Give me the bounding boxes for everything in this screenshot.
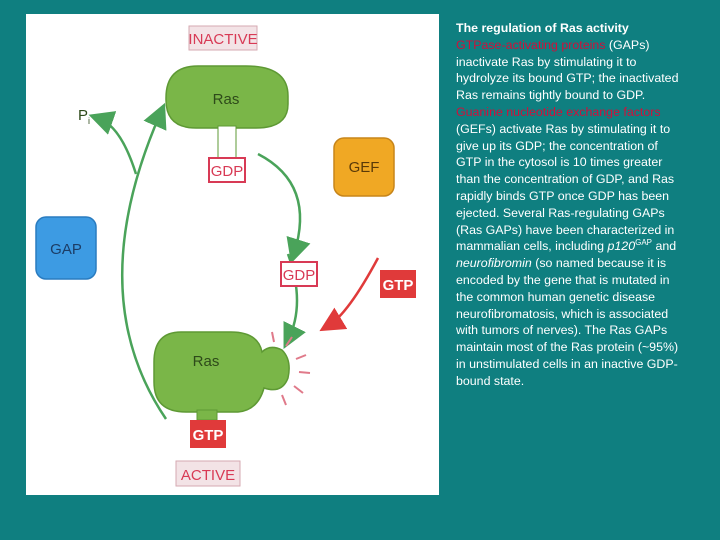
active-gtp-box: GTP [190,420,226,448]
p120-superscript: GAP [635,238,652,248]
svg-text:GDP: GDP [211,163,244,180]
description-title: The regulation of Ras activity [456,21,629,35]
active-label: ACTIVE [175,460,241,487]
svg-text:GTP: GTP [383,277,414,294]
neurofibromin-term: neurofibromin [456,256,532,271]
svg-text:i: i [88,116,90,126]
gefs-term: Guanine nucleotide exchange factors [456,104,661,119]
svg-text:GAP: GAP [50,241,82,258]
pi-release-arrow [88,111,138,175]
description-body-4: (so named because it is encoded by the g… [456,256,679,388]
inactive-label: INACTIVE [188,25,258,51]
svg-text:ACTIVE: ACTIVE [181,467,235,484]
gtp-binding-arrow [319,257,380,332]
description-body-1: (GAPs) inactivate Ras by stimulating it … [456,37,679,103]
svg-text:INACTIVE: INACTIVE [188,31,257,48]
active-ras-label: Ras [193,353,220,370]
description-text: The regulation of Ras activity GTPase-ac… [456,20,682,390]
inactive-ras: Ras [165,65,289,161]
inactive-ras-label: Ras [213,91,240,108]
description-body-2: (GEFs) activate Ras by stimulating it to… [456,121,675,254]
gef-protein: GEF [333,137,395,197]
released-gdp-box: GDP [280,261,318,287]
gdp-release-arrow [257,152,311,264]
pi-label: P i [78,107,90,126]
active-ras: Ras [153,331,290,421]
gaps-term: GTPase-activating proteins [456,37,606,52]
svg-text:GTP: GTP [193,427,224,444]
gtp-hydrolysis-arrow [120,102,168,420]
ras-cycle-diagram: INACTIVE Ras GDP P i GAP GEF [35,25,416,487]
diagram-panel: INACTIVE Ras GDP P i GAP GEF [26,14,439,495]
svg-text:GEF: GEF [349,159,380,176]
description-body-3: and [652,239,677,254]
p120-term: p120 [607,239,636,254]
activation-rays [271,331,311,406]
svg-text:P: P [78,107,88,124]
incoming-gtp-box: GTP [380,270,416,298]
gap-protein: GAP [35,216,97,280]
inactive-gdp-box: GDP [208,157,246,183]
svg-text:GDP: GDP [283,267,316,284]
